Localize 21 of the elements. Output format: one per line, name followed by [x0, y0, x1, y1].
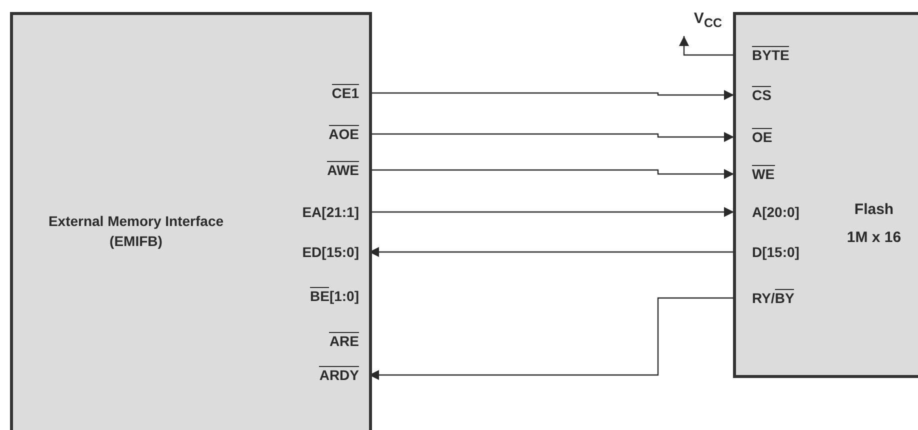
block-title: External Memory Interface (EMIFB) [47, 212, 225, 251]
pin-label: AWE [279, 160, 369, 180]
pin-label: D[15:0] [736, 242, 826, 262]
pin-label: AOE [279, 124, 369, 144]
pin-label: BYTE [736, 45, 826, 65]
pin-label: CE1 [279, 83, 369, 103]
pin-label: CS [736, 85, 826, 105]
memory-block [733, 12, 918, 378]
pin-label: A[20:0] [736, 202, 826, 222]
interface-block [10, 12, 372, 430]
pin-label: ED[15:0] [279, 242, 369, 262]
pin-label: ARE [329, 331, 359, 351]
block-title: Flash [853, 201, 895, 218]
pin-label: OE [736, 127, 826, 147]
pin-label: ARDY [279, 365, 369, 385]
capacity-label: 1M x 16 [846, 229, 902, 246]
supply-label: V$_{CC}$ [676, 10, 722, 36]
pin-label: BE[1:0] [310, 286, 359, 306]
pin-label: RY/BY [736, 288, 826, 308]
pin-label: EA[21:1] [279, 202, 369, 222]
pin-label: WE [736, 164, 826, 184]
